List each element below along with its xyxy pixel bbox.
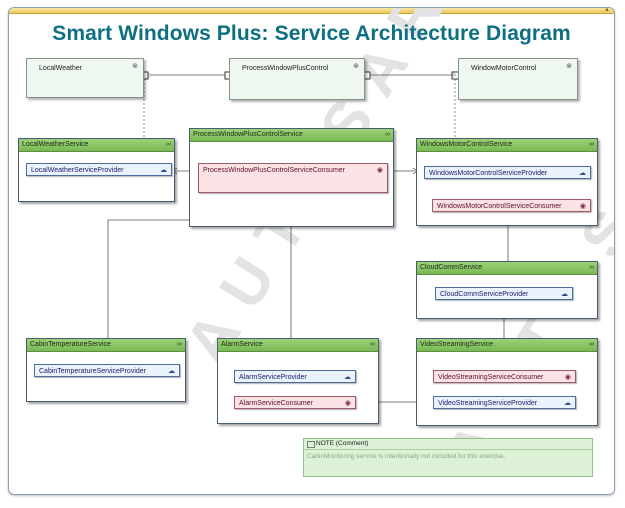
service-name: CloudCommService: [420, 264, 483, 271]
collaboration-icon: ∞: [589, 341, 594, 348]
provider-cloud-icon: ☁: [344, 374, 351, 381]
consumer-eye-icon: ◉: [564, 374, 571, 381]
component-icon: ⊗: [132, 63, 138, 70]
service-header: WindowsMotorControlService ∞: [417, 139, 597, 152]
service-cabintemperature[interactable]: CabinTemperatureService ∞ CabinTemperatu…: [26, 338, 186, 402]
consumer-eye-icon: ◉: [344, 400, 351, 407]
provider-box[interactable]: AlarmServiceProvider ☁: [234, 370, 356, 383]
provider-label: CabinTemperatureServiceProvider: [39, 368, 146, 375]
service-header: CloudCommService ∞: [417, 262, 597, 275]
service-name: VideoStreamingService: [420, 341, 494, 348]
provider-label: CloudCommServiceProvider: [440, 291, 529, 298]
provider-label: LocalWeatherServiceProvider: [31, 167, 124, 174]
service-header: LocalWeatherService ∞: [19, 139, 174, 152]
note-comment[interactable]: NOTE (Comment) CabinMonitoring service i…: [303, 438, 593, 477]
component-windowmotorcontrol[interactable]: WindowMotorControl ⊗: [458, 58, 578, 100]
provider-label: WindowsMotorControlServiceProvider: [429, 170, 548, 177]
consumer-eye-icon: ◉: [376, 167, 383, 174]
diagram-title: Smart Windows Plus: Service Architecture…: [52, 22, 571, 45]
consumer-label: VideoStreamingServiceConsumer: [438, 374, 544, 381]
service-name: CabinTemperatureService: [30, 341, 111, 348]
consumer-box[interactable]: VideoStreamingServiceConsumer ◉: [433, 370, 576, 383]
provider-box[interactable]: LocalWeatherServiceProvider ☁: [26, 163, 172, 176]
collaboration-icon: ∞: [166, 141, 171, 148]
component-label: LocalWeather: [39, 65, 83, 72]
pin-icon[interactable]: ▲: [604, 7, 610, 13]
service-name: AlarmService: [221, 341, 263, 348]
service-cloudcomm[interactable]: CloudCommService ∞ CloudCommServiceProvi…: [416, 261, 598, 319]
component-localweather[interactable]: LocalWeather ⊗: [26, 58, 144, 98]
service-processwindowpluscontrol[interactable]: ProcessWindowPlusControlService ∞ Proces…: [189, 128, 394, 227]
consumer-box[interactable]: WindowsMotorControlServiceConsumer ◉: [432, 199, 591, 212]
service-windowsmotorcontrol[interactable]: WindowsMotorControlService ∞ WindowsMoto…: [416, 138, 598, 226]
service-localweather[interactable]: LocalWeatherService ∞ LocalWeatherServic…: [18, 138, 175, 202]
provider-box[interactable]: VideoStreamingServiceProvider ☁: [433, 396, 576, 409]
consumer-label: WindowsMotorControlServiceConsumer: [437, 203, 562, 210]
component-icon: ⊗: [566, 63, 572, 70]
collaboration-icon: ∞: [589, 141, 594, 148]
note-header: NOTE (Comment): [304, 439, 592, 450]
diagram-top-bar: ▲: [9, 8, 614, 14]
consumer-eye-icon: ◉: [579, 203, 586, 210]
component-label: WindowMotorControl: [471, 65, 537, 72]
provider-cloud-icon: ☁: [561, 291, 568, 298]
note-header-label: NOTE (Comment): [316, 440, 369, 447]
provider-cloud-icon: ☁: [168, 368, 175, 375]
note-icon: [307, 441, 315, 448]
consumer-box[interactable]: AlarmServiceConsumer ◉: [234, 396, 356, 409]
provider-box[interactable]: CabinTemperatureServiceProvider ☁: [34, 364, 180, 377]
note-body: CabinMonitoring service is intentionally…: [307, 453, 506, 460]
collaboration-icon: ∞: [589, 264, 594, 271]
collaboration-icon: ∞: [385, 131, 390, 138]
consumer-label: ProcessWindowPlusControlServiceConsumer: [203, 167, 345, 174]
provider-cloud-icon: ☁: [579, 170, 586, 177]
service-videostreaming[interactable]: VideoStreamingService ∞ VideoStreamingSe…: [416, 338, 598, 426]
provider-cloud-icon: ☁: [564, 400, 571, 407]
service-name: ProcessWindowPlusControlService: [193, 131, 303, 138]
service-header: CabinTemperatureService ∞: [27, 339, 185, 352]
service-header: VideoStreamingService ∞: [417, 339, 597, 352]
service-alarm[interactable]: AlarmService ∞ AlarmServiceProvider ☁ Al…: [217, 338, 379, 424]
component-label: ProcessWindowPlusControl: [242, 65, 329, 72]
consumer-box[interactable]: ProcessWindowPlusControlServiceConsumer …: [198, 163, 388, 193]
service-name: WindowsMotorControlService: [420, 141, 513, 148]
collaboration-icon: ∞: [177, 341, 182, 348]
provider-label: AlarmServiceProvider: [239, 374, 307, 381]
service-name: LocalWeatherService: [22, 141, 89, 148]
diagram-canvas: ▲ AUTOSAR AUTOSAR Smart Windows Plus: Se…: [8, 7, 615, 495]
service-header: AlarmService ∞: [218, 339, 378, 352]
component-icon: ⊗: [353, 63, 359, 70]
provider-label: VideoStreamingServiceProvider: [438, 400, 538, 407]
provider-cloud-icon: ☁: [160, 167, 167, 174]
provider-box[interactable]: WindowsMotorControlServiceProvider ☁: [424, 166, 591, 179]
consumer-label: AlarmServiceConsumer: [239, 400, 313, 407]
collaboration-icon: ∞: [370, 341, 375, 348]
service-header: ProcessWindowPlusControlService ∞: [190, 129, 393, 142]
component-processwindowpluscontrol[interactable]: ProcessWindowPlusControl ⊗: [229, 58, 365, 100]
provider-box[interactable]: CloudCommServiceProvider ☁: [435, 287, 573, 300]
